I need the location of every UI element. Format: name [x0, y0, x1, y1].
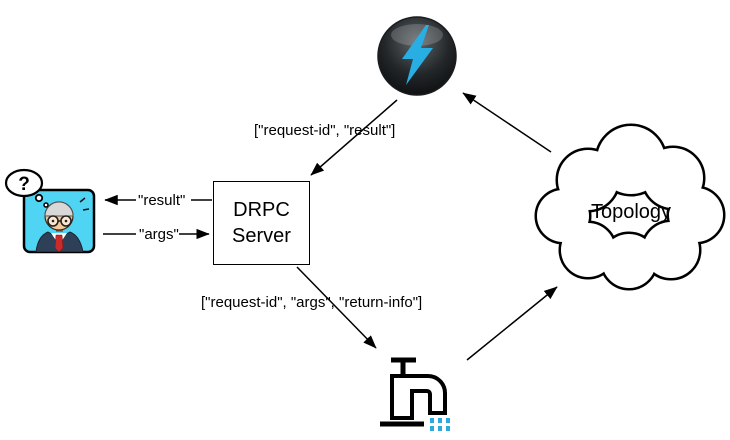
surprise-marks [79, 197, 90, 211]
client-hair [44, 201, 74, 217]
thinking-user-icon: ? [4, 168, 96, 254]
arrow-logo-to-drpc [310, 99, 398, 176]
label-request-args-return-info: ["request-id", "args", "return-info"] [201, 294, 423, 311]
faucet-body [390, 374, 447, 420]
faucet-spout-icon [380, 357, 450, 431]
client-figure [35, 197, 90, 252]
drpc-label-line2: Server [232, 225, 291, 247]
client-tie [54, 234, 64, 252]
storm-logo-icon [377, 16, 457, 96]
label-args: "args" [139, 226, 179, 243]
faucet-handle [391, 357, 416, 376]
bubble-body [4, 168, 44, 198]
thought-bubble: ? [4, 168, 49, 208]
question-mark: ? [18, 174, 30, 195]
drpc-label-line1: DRPC [233, 199, 290, 221]
logo-gloss [391, 24, 443, 46]
bubble-trail-large [34, 193, 44, 203]
client-eye-right [64, 219, 68, 223]
arrow-topology-to-logo [462, 92, 552, 153]
topology-cloud [534, 123, 726, 291]
topology-label: Topology [590, 201, 672, 223]
arrow-spout-to-topology [466, 286, 558, 361]
water-drops-icon [430, 418, 450, 431]
cloud-fill [537, 126, 723, 288]
label-result: "result" [138, 192, 186, 209]
bubble-trail-small [43, 202, 49, 208]
lightning-bolt-icon [402, 25, 433, 85]
client-eye-left [51, 219, 55, 223]
arrow-drpc-to-spout [296, 266, 377, 349]
label-request-result: ["request-id", "result"] [254, 122, 396, 139]
drpc-server-node: DRPC Server [213, 181, 310, 265]
